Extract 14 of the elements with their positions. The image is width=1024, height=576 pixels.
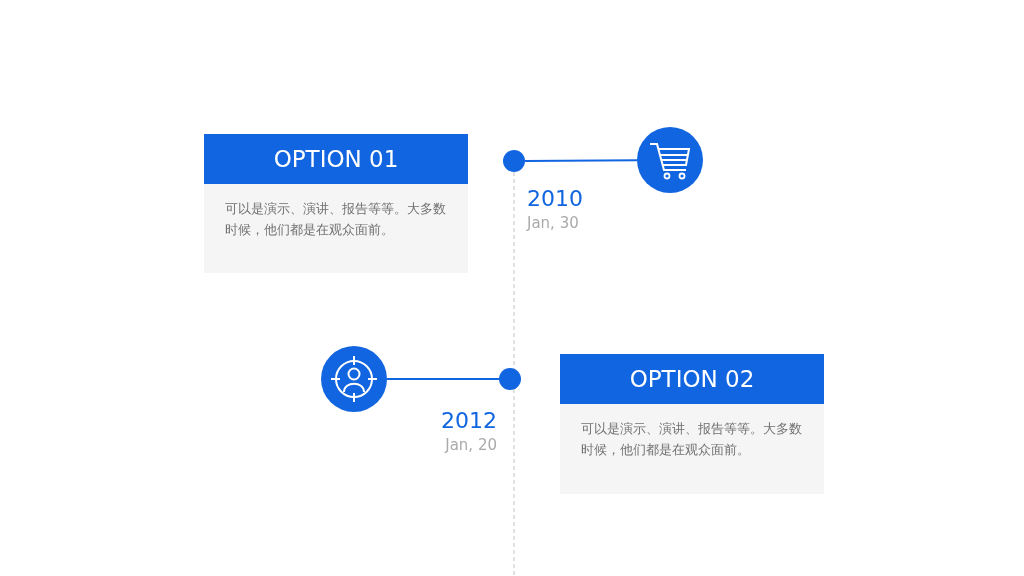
timeline-dot bbox=[499, 368, 521, 390]
header-band: OPTION 01 bbox=[204, 134, 468, 184]
description-text: 可以是演示、演讲、报告等等。大多数时候，他们都是在观众面前。 bbox=[580, 420, 803, 459]
year-label: 2012 bbox=[441, 408, 497, 434]
header-band: OPTION 02 bbox=[560, 354, 824, 404]
description-text: 可以是演示、演讲、报告等等。大多数时候，他们都是在观众面前。 bbox=[224, 200, 447, 239]
date-label: Jan, 30 bbox=[527, 214, 579, 232]
timeline-dot bbox=[503, 150, 525, 172]
connector-line bbox=[524, 159, 638, 162]
connector-line bbox=[386, 378, 500, 380]
date-label: Jan, 20 bbox=[445, 436, 497, 454]
year-label: 2010 bbox=[527, 186, 583, 212]
option-card bbox=[560, 354, 824, 494]
option-card bbox=[204, 134, 468, 273]
